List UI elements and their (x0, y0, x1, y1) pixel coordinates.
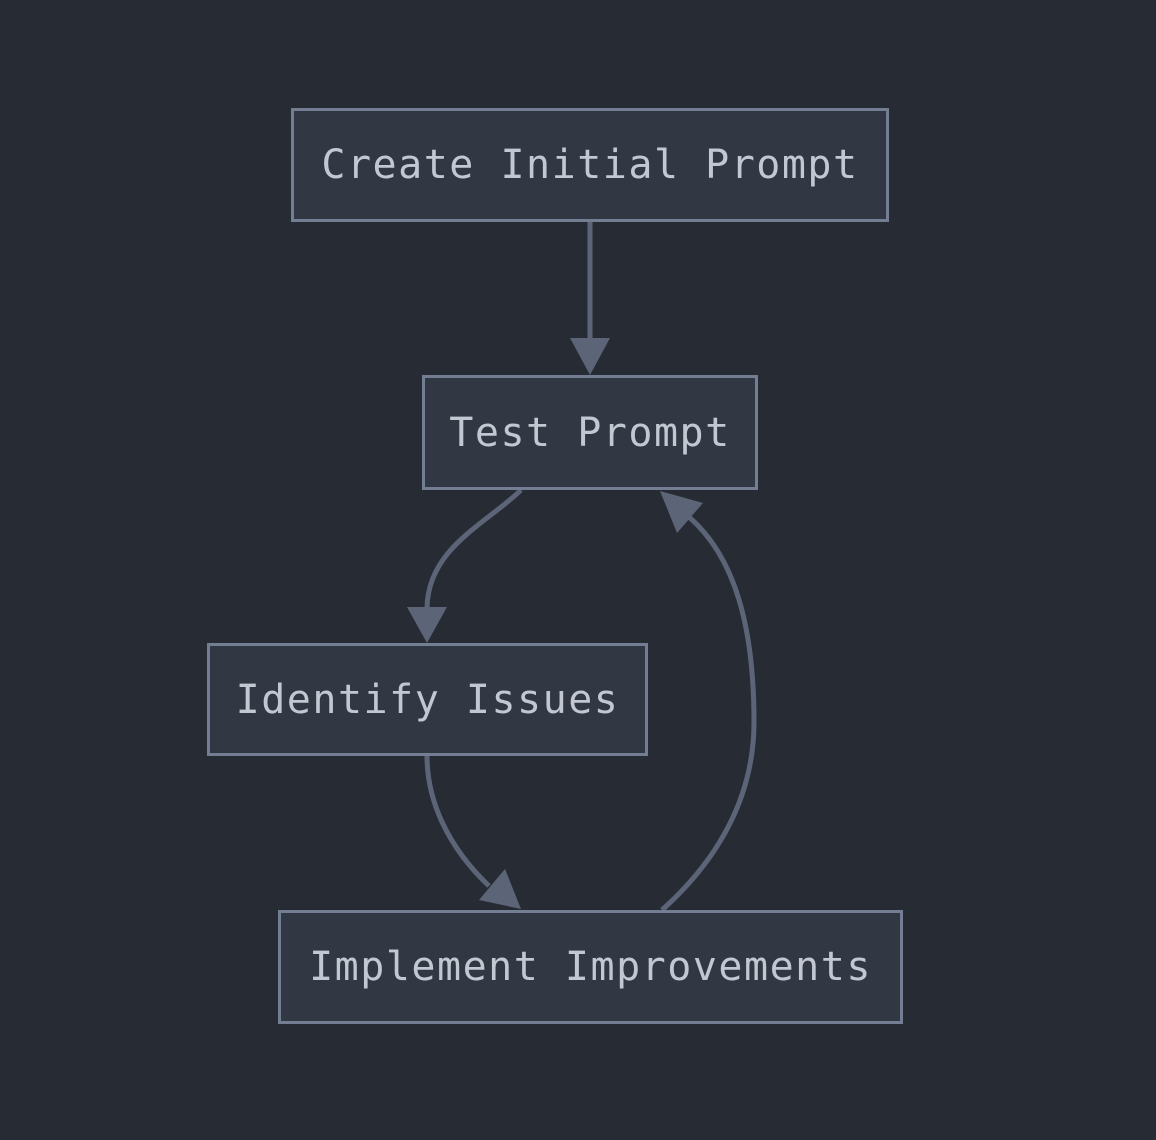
node-label-test-prompt: Test Prompt (449, 409, 731, 456)
node-create-initial-prompt: Create Initial Prompt (291, 108, 889, 222)
arrowhead-create-to-test (570, 338, 610, 375)
node-label-identify-issues: Identify Issues (235, 676, 620, 723)
arrowhead-identify-to-implement (479, 869, 521, 909)
node-implement-improvements: Implement Improvements (278, 910, 903, 1024)
edge-create-to-test (570, 222, 610, 375)
node-identify-issues: Identify Issues (207, 643, 648, 756)
node-label-implement-improvements: Implement Improvements (309, 944, 872, 990)
edge-line-test-to-identify (424, 488, 523, 609)
arrowhead-test-to-identify (407, 607, 447, 643)
edge-test-to-identify (407, 488, 523, 643)
edge-identify-to-implement (424, 755, 521, 909)
edge-implement-to-test (660, 491, 757, 912)
node-label-create-initial-prompt: Create Initial Prompt (321, 142, 859, 188)
node-test-prompt: Test Prompt (422, 375, 758, 490)
edge-line-implement-to-test (660, 515, 757, 912)
edge-line-identify-to-implement (424, 755, 491, 888)
arrowhead-implement-to-test (660, 491, 703, 533)
